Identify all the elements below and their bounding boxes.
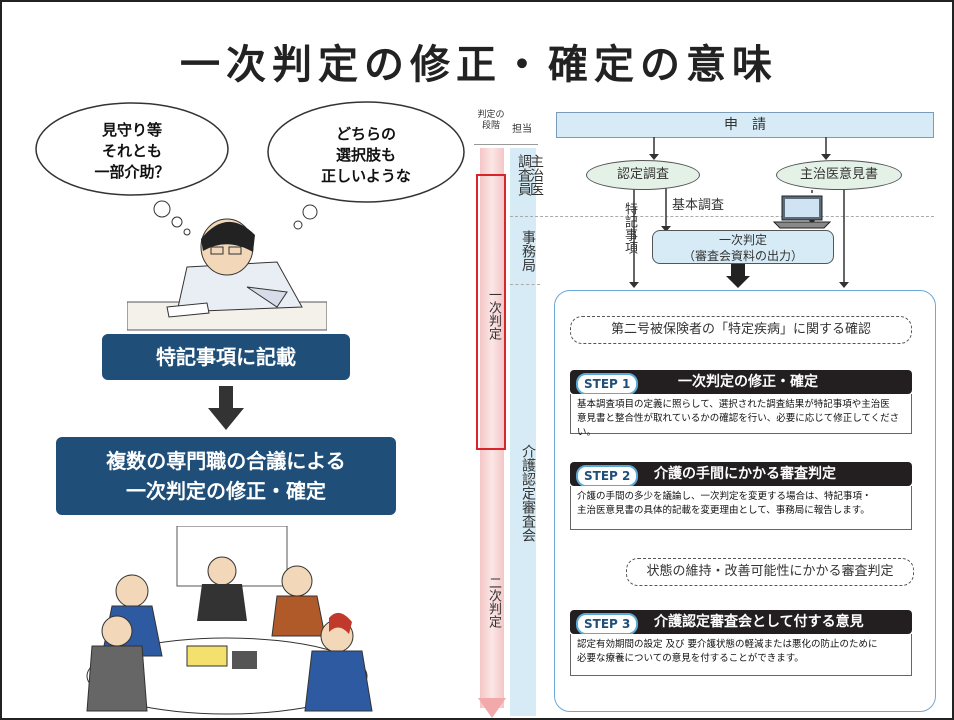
step2-header: STEP 2 介護の手間にかかる審査判定 <box>570 462 912 487</box>
maintain-box: 状態の維持・改善可能性にかかる審査判定 <box>626 558 914 586</box>
step1-badge: STEP 1 <box>576 373 639 395</box>
row-divider-1 <box>510 216 934 217</box>
step1-body-line2: 意見書と整合性が取れているかの確認を行い、必要に応じて修正してください。 <box>577 413 900 438</box>
basic-survey-label: 基本調査 <box>672 198 725 213</box>
stage-column <box>480 148 504 708</box>
step2-body: 介護の手間の多少を議論し、一次判定を変更する場合は、特記事項・ 主治医意見書の具… <box>570 486 912 530</box>
page-title: 一次判定の修正・確定の意味 <box>180 42 778 88</box>
apply-box: 申 請 <box>556 112 934 138</box>
down-arrow-icon <box>208 386 244 430</box>
step1-body-line1: 基本調査項目の定義に照らして、選択された調査結果が特記事項や主治医 <box>577 399 890 410</box>
step3-header: STEP 3 介護認定審査会として付する意見 <box>570 610 912 635</box>
step1-header: STEP 1 一次判定の修正・確定 <box>570 370 912 395</box>
stage2-label: 二次判定 <box>486 576 501 628</box>
laptop-icon <box>772 195 832 229</box>
step2-title: 介護の手間にかかる審査判定 <box>654 466 836 482</box>
step3-body-line1: 認定有効期間の設定 及び 要介護状態の軽減または悪化の防止のために <box>577 639 878 650</box>
bubble1-line2: それとも <box>101 142 162 160</box>
bubble2-line1: どちらの <box>335 125 396 143</box>
role-office: 事務局 <box>520 230 536 272</box>
bubble2-line3: 正しいような <box>321 167 411 185</box>
first-judgement-line2: （審査会資料の出力） <box>682 249 803 263</box>
stage-arrow-down-icon <box>478 698 506 718</box>
role-surveyor: 調査員 <box>516 154 532 196</box>
thought-bubble-2 <box>267 101 465 230</box>
box-consensus-line1: 複数の専門職の合議による <box>106 449 346 473</box>
doctor-opinion-oval: 主治医意見書 <box>776 160 902 190</box>
step3-badge: STEP 3 <box>576 613 639 635</box>
meeting-illustration <box>86 526 373 715</box>
role-doctor: 主治医 <box>528 154 544 196</box>
step3-title: 介護認定審査会として付する意見 <box>654 614 864 630</box>
step3-body-line2: 必要な療養についての意見を付することができます。 <box>577 653 804 664</box>
header-divider <box>474 144 538 145</box>
step2-badge: STEP 2 <box>576 465 639 487</box>
bubble1-line3: 一部介助？ <box>94 163 170 181</box>
step2-body-line2: 主治医意見書の具体的記載を変更理由として、事務局に報告します。 <box>577 505 870 516</box>
first-judgement-box: 一次判定 （審査会資料の出力） <box>652 230 834 264</box>
confirm-box: 第二号被保険者の「特定疾病」に関する確認 <box>570 316 912 344</box>
box-consensus-line2: 一次判定の修正・確定 <box>126 479 326 503</box>
first-judgement-line1: 一次判定 <box>718 233 767 247</box>
thought-bubble-1 <box>35 102 229 236</box>
flowchart: 判定の段階 担当 一次判定 二次判定 調査員 主治医 事務局 介護認定審査会 申… <box>474 108 944 718</box>
role-committee: 介護認定審査会 <box>520 444 536 542</box>
header-role: 担当 <box>512 124 532 135</box>
row-divider-2 <box>510 284 540 285</box>
bubble2-line2: 選択肢も <box>335 146 396 164</box>
step3-body: 認定有効期間の設定 及び 要介護状態の軽減または悪化の防止のために 必要な療養に… <box>570 634 912 676</box>
header-stage: 判定の段階 <box>477 110 505 131</box>
special-notes-label: 特記事項 <box>622 202 637 254</box>
role-column <box>510 148 536 716</box>
box-special-notes: 特記事項に記載 <box>102 334 350 380</box>
survey-oval: 認定調査 <box>586 160 700 190</box>
step2-body-line1: 介護の手間の多少を議論し、一次判定を変更する場合は、特記事項・ <box>577 491 872 502</box>
box-consensus: 複数の専門職の合議による 一次判定の修正・確定 <box>56 437 396 515</box>
writing-person-illustration <box>127 218 327 331</box>
bubble1-line1: 見守り等 <box>101 121 162 139</box>
stage1-label: 一次判定 <box>486 288 501 340</box>
step1-title: 一次判定の修正・確定 <box>678 374 818 390</box>
stage1-highlight <box>476 174 506 450</box>
step1-body: 基本調査項目の定義に照らして、選択された調査結果が特記事項や主治医 意見書と整合… <box>570 394 912 438</box>
